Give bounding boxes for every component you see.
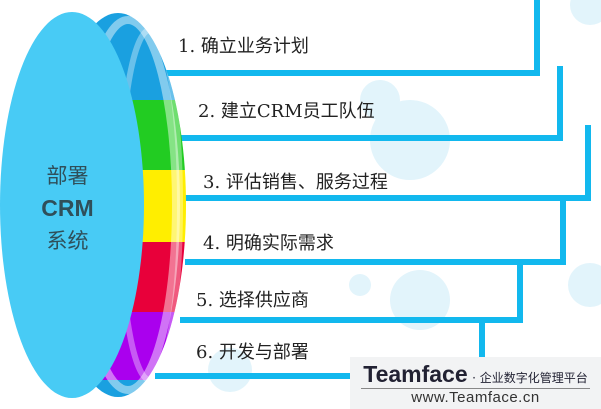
connector-line-4 <box>185 198 566 265</box>
step-6: 6. 开发与部署 <box>196 342 309 363</box>
step-1: 1. 确立业务计划 <box>178 36 309 57</box>
step-4: 4. 明确实际需求 <box>203 233 334 254</box>
center-label: 部署 CRM 系统 <box>20 160 115 257</box>
step-5: 5. 选择供应商 <box>196 290 309 311</box>
connector-line-1 <box>165 0 540 76</box>
disc-face <box>0 12 144 398</box>
connector-lines <box>155 0 591 379</box>
connector-line-5 <box>180 262 523 323</box>
background-bubbles <box>208 0 601 392</box>
watermark-brand: Teamface <box>363 361 468 387</box>
center-line-2: CRM <box>41 195 94 221</box>
step-3: 3. 评估销售、服务过程 <box>203 172 388 193</box>
step-2: 2. 建立CRM员工队伍 <box>198 101 375 122</box>
watermark-url: www.Teamface.cn <box>411 389 540 406</box>
center-line-1: 部署 <box>46 164 89 188</box>
watermark-slogan: · 企业数字化管理平台 <box>472 371 588 385</box>
watermark: Teamface · 企业数字化管理平台 www.Teamface.cn <box>350 357 601 409</box>
connector-line-2 <box>180 66 563 141</box>
connector-line-3 <box>185 125 591 201</box>
center-line-3: 系统 <box>46 229 89 253</box>
